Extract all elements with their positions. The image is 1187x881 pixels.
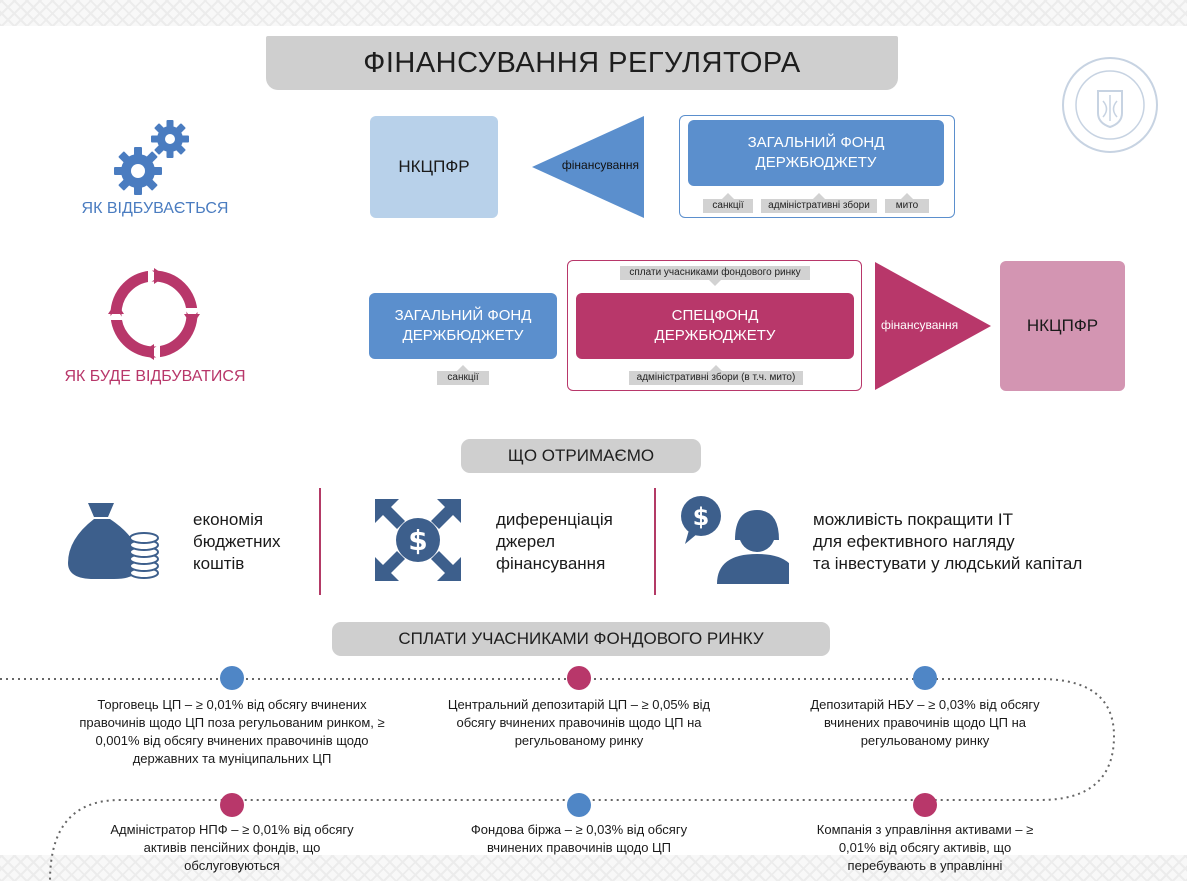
timeline-dot-3 (913, 666, 937, 690)
general-fund-frame (679, 115, 955, 218)
source-tag-admin-fees: адміністративні збори (761, 193, 877, 213)
fees-heading: СПЛАТИ УЧАСНИКАМИ ФОНДОВОГО РИНКУ (332, 622, 830, 656)
benefits-heading: ЩО ОТРИМАЄМО (461, 439, 701, 473)
svg-text:$: $ (408, 524, 427, 557)
special-fund-line1: СПЕЦФОНД (671, 307, 759, 324)
special-fund-line2: ДЕРЖБЮДЖЕТУ (654, 327, 776, 344)
timeline-dot-4 (220, 793, 244, 817)
regulator-box-future: НКЦПФР (1000, 261, 1125, 391)
timeline-dot-1 (220, 666, 244, 690)
admin-fees-duty-tag: адміністративні збори (в т.ч. мито) (629, 365, 803, 385)
financing-arrow-current (532, 116, 644, 218)
fee-asset-management: Компанія з управління активами – ≥ 0,01%… (816, 822, 1034, 873)
source-tag-duty: мито (885, 193, 929, 213)
regulator-box-current: НКЦПФР (370, 116, 498, 218)
general-fund-future-line2: ДЕРЖБЮДЖЕТУ (402, 327, 524, 344)
general-fund-line2: ДЕРЖБЮДЖЕТУ (755, 154, 877, 171)
financing-label-future: фінансування (881, 318, 959, 332)
fee-nbu-depository: Депозитарій НБУ – ≥ 0,03% від обсягу вчи… (810, 697, 1040, 748)
timeline-dot-6 (913, 793, 937, 817)
dollar-arrows-icon: $ (375, 499, 461, 581)
benefit-text-3: можливість покращити IT для ефективного … (813, 510, 1083, 573)
money-bag-icon (68, 503, 159, 579)
benefits-divider-2 (654, 488, 656, 595)
future-label: ЯК БУДЕ ВІДБУВАТИСЯ (64, 368, 246, 385)
benefit-text-1: економія бюджетних коштів (193, 510, 281, 573)
benefit-text-2: диференціація джерел фінансування (496, 510, 613, 573)
special-fund-frame (567, 260, 862, 391)
bottom-ornament (0, 855, 1187, 881)
fee-central-depository: Центральний депозитарій ЦП – ≥ 0,05% від… (447, 697, 711, 748)
top-ornament (0, 0, 1187, 26)
timeline-dot-5 (567, 793, 591, 817)
general-fund-future-line1: ЗАГАЛЬНИЙ ФОНД (394, 307, 532, 324)
person-dollar-icon: $ (681, 496, 789, 584)
emblem-seal-icon (1062, 57, 1158, 153)
current-label: ЯК ВІДБУВАЄТЬСЯ (81, 200, 229, 217)
timeline-dot-2 (567, 666, 591, 690)
future-sanctions-tag: санкції (437, 365, 489, 385)
source-tag-sanctions: санкції (703, 193, 753, 213)
gears-icon (114, 120, 189, 195)
general-fund-box-current: ЗАГАЛЬНИЙ ФОНД ДЕРЖБЮДЖЕТУ (688, 120, 944, 186)
fee-npf-administrator: Адміністратор НПФ – ≥ 0,01% від обсягу а… (110, 822, 354, 873)
svg-text:$: $ (693, 503, 710, 531)
financing-label-current: фінансування (561, 158, 639, 172)
page-title: ФІНАНСУВАННЯ РЕГУЛЯТОРА (266, 36, 898, 90)
cycle-arrows-icon (108, 268, 200, 360)
fee-trader: Торговець ЦП – ≥ 0,01% від обсягу вчинен… (79, 697, 385, 766)
special-fund-box: СПЕЦФОНД ДЕРЖБЮДЖЕТУ (576, 293, 854, 359)
financing-arrow-future (875, 262, 991, 390)
general-fund-box-future: ЗАГАЛЬНИЙ ФОНД ДЕРЖБЮДЖЕТУ (369, 293, 557, 359)
benefits-divider-1 (319, 488, 321, 595)
fee-stock-exchange: Фондова біржа – ≥ 0,03% від обсягу вчине… (470, 822, 688, 855)
general-fund-line1: ЗАГАЛЬНИЙ ФОНД (747, 134, 885, 151)
market-payments-tag: сплати учасниками фондового ринку (620, 266, 810, 286)
